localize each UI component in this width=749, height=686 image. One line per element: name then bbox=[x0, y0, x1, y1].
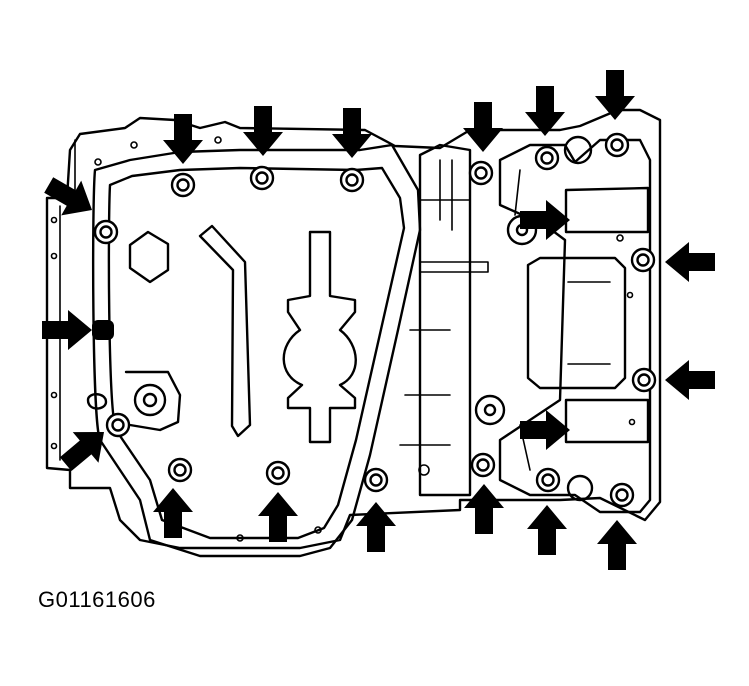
bolt-icon bbox=[93, 219, 119, 245]
figure-caption: G01161606 bbox=[38, 587, 156, 612]
bolt-icon bbox=[534, 145, 560, 171]
bolt-icon bbox=[265, 460, 291, 486]
arrow-icon bbox=[44, 177, 92, 216]
left-bosses bbox=[86, 230, 182, 432]
arrow-icon bbox=[463, 102, 503, 152]
right-cover bbox=[418, 135, 652, 514]
bolt-icon bbox=[604, 132, 630, 158]
arrow-icon bbox=[595, 70, 635, 120]
arrow-icon bbox=[520, 410, 570, 450]
arrow-icon bbox=[665, 242, 715, 282]
center-baffle bbox=[282, 230, 357, 444]
bolt-icon bbox=[630, 247, 656, 273]
bolt-icon bbox=[167, 457, 193, 483]
arrow-icon bbox=[59, 432, 104, 472]
bearing-rail bbox=[399, 143, 489, 497]
bolt-icon bbox=[170, 172, 196, 198]
bolt-icon bbox=[470, 452, 496, 478]
arrow-icon bbox=[153, 488, 193, 538]
arrow-icon bbox=[356, 502, 396, 552]
bolt-icon bbox=[468, 160, 494, 186]
bolt-icon bbox=[535, 467, 561, 493]
arrow-icon bbox=[163, 114, 203, 164]
arrow-icon bbox=[525, 86, 565, 136]
bolt-icon bbox=[339, 167, 365, 193]
arrow-icon bbox=[332, 108, 372, 158]
pan-flange bbox=[91, 143, 422, 558]
bolt-icon bbox=[105, 412, 131, 438]
arrow-icon bbox=[42, 310, 92, 350]
bolt-icon bbox=[631, 367, 657, 393]
bolt-icon bbox=[609, 482, 635, 508]
bolt-icon bbox=[249, 165, 275, 191]
arrow-icon bbox=[243, 106, 283, 156]
oil-pickup-tube bbox=[198, 224, 252, 438]
arrow-icon bbox=[464, 484, 504, 534]
bolt-icon bbox=[363, 467, 389, 493]
arrow-icon bbox=[665, 360, 715, 400]
arrow-icon bbox=[527, 505, 567, 555]
arrow-icon bbox=[520, 200, 570, 240]
arrow-icon bbox=[258, 492, 298, 542]
arrow-icon bbox=[597, 520, 637, 570]
